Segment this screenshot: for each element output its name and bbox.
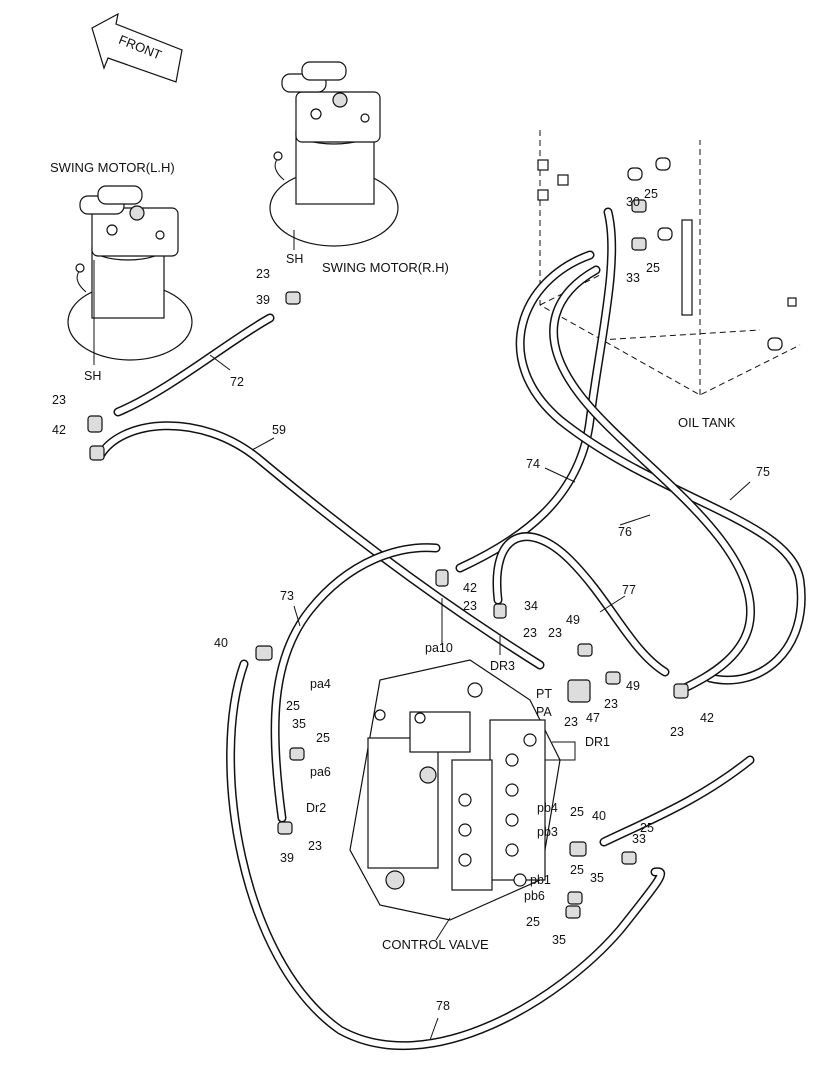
front-arrow: FRONT xyxy=(91,12,183,83)
port-pb6: pb6 xyxy=(524,889,545,903)
port-pa10: pa10 xyxy=(425,641,453,655)
callout: 25 xyxy=(640,821,654,835)
callout: 25 xyxy=(644,187,658,201)
callout: 72 xyxy=(230,375,244,389)
port-dr3: DR3 xyxy=(490,659,515,673)
label-control-valve: CONTROL VALVE xyxy=(382,937,489,952)
callout: 39 xyxy=(256,293,270,307)
swing-motor-lh xyxy=(67,185,193,361)
port-pa: PA xyxy=(536,705,552,719)
port-sh-rh: SH xyxy=(286,252,303,266)
label-swing-motor-lh: SWING MOTOR(L.H) xyxy=(50,160,175,175)
callout: 59 xyxy=(272,423,286,437)
callout: 25 xyxy=(570,863,584,877)
hose-76 xyxy=(549,265,755,693)
hose-75 xyxy=(515,250,806,685)
port-pb3: pb3 xyxy=(537,825,558,839)
callout: 74 xyxy=(526,457,540,471)
callout: 23 xyxy=(463,599,477,613)
hose-59 xyxy=(95,421,545,670)
callout: 25 xyxy=(316,731,330,745)
callout: 35 xyxy=(590,871,604,885)
hose-77 xyxy=(492,532,670,677)
callout: 25 xyxy=(646,261,660,275)
callout: 78 xyxy=(436,999,450,1013)
callout: 49 xyxy=(626,679,640,693)
callout: 30 xyxy=(626,195,640,209)
port-sh-lh: SH xyxy=(84,369,101,383)
callout: 76 xyxy=(618,525,632,539)
callout: 23 xyxy=(308,839,322,853)
callout: 40 xyxy=(592,809,606,823)
callout: 23 xyxy=(52,393,66,407)
hose-73 xyxy=(270,543,441,823)
callout: 47 xyxy=(586,711,600,725)
callout: 35 xyxy=(292,717,306,731)
callout: 42 xyxy=(463,581,477,595)
port-pa6: pa6 xyxy=(310,765,331,779)
fittings xyxy=(87,199,689,919)
port-pt: PT xyxy=(536,687,552,701)
callout: 40 xyxy=(214,636,228,650)
callout: 33 xyxy=(632,832,646,846)
label-swing-motor-rh: SWING MOTOR(R.H) xyxy=(322,260,449,275)
port-pb1: pb1 xyxy=(530,873,551,887)
callout: 39 xyxy=(280,851,294,865)
port-dr2: Dr2 xyxy=(306,801,326,815)
callout: 23 xyxy=(604,697,618,711)
callout: 25 xyxy=(286,699,300,713)
callout: 23 xyxy=(523,626,537,640)
hose-78 xyxy=(226,659,666,1051)
callouts: 23 39 72 23 42 59 30 25 33 25 74 75 76 4… xyxy=(52,187,770,1013)
port-pa4: pa4 xyxy=(310,677,331,691)
control-valve xyxy=(349,659,561,921)
leader-lines xyxy=(93,230,751,1041)
port-dr1: DR1 xyxy=(585,735,610,749)
callout: 42 xyxy=(700,711,714,725)
swing-motor-rh xyxy=(269,61,399,247)
callout: 34 xyxy=(524,599,538,613)
callout: 77 xyxy=(622,583,636,597)
label-oil-tank: OIL TANK xyxy=(678,415,736,430)
callout: 25 xyxy=(526,915,540,929)
callout: 75 xyxy=(756,465,770,479)
port-pb4: pb4 xyxy=(537,801,558,815)
hose-72 xyxy=(113,313,275,417)
hose-40-line xyxy=(599,755,755,847)
callout: 42 xyxy=(52,423,66,437)
callout: 23 xyxy=(670,725,684,739)
callout: 23 xyxy=(564,715,578,729)
callout: 25 xyxy=(570,805,584,819)
callout: 73 xyxy=(280,589,294,603)
callout: 49 xyxy=(566,613,580,627)
callout: 23 xyxy=(548,626,562,640)
callout: 33 xyxy=(626,271,640,285)
callout: 23 xyxy=(256,267,270,281)
oil-tank xyxy=(537,130,801,396)
callout: 35 xyxy=(552,933,566,947)
